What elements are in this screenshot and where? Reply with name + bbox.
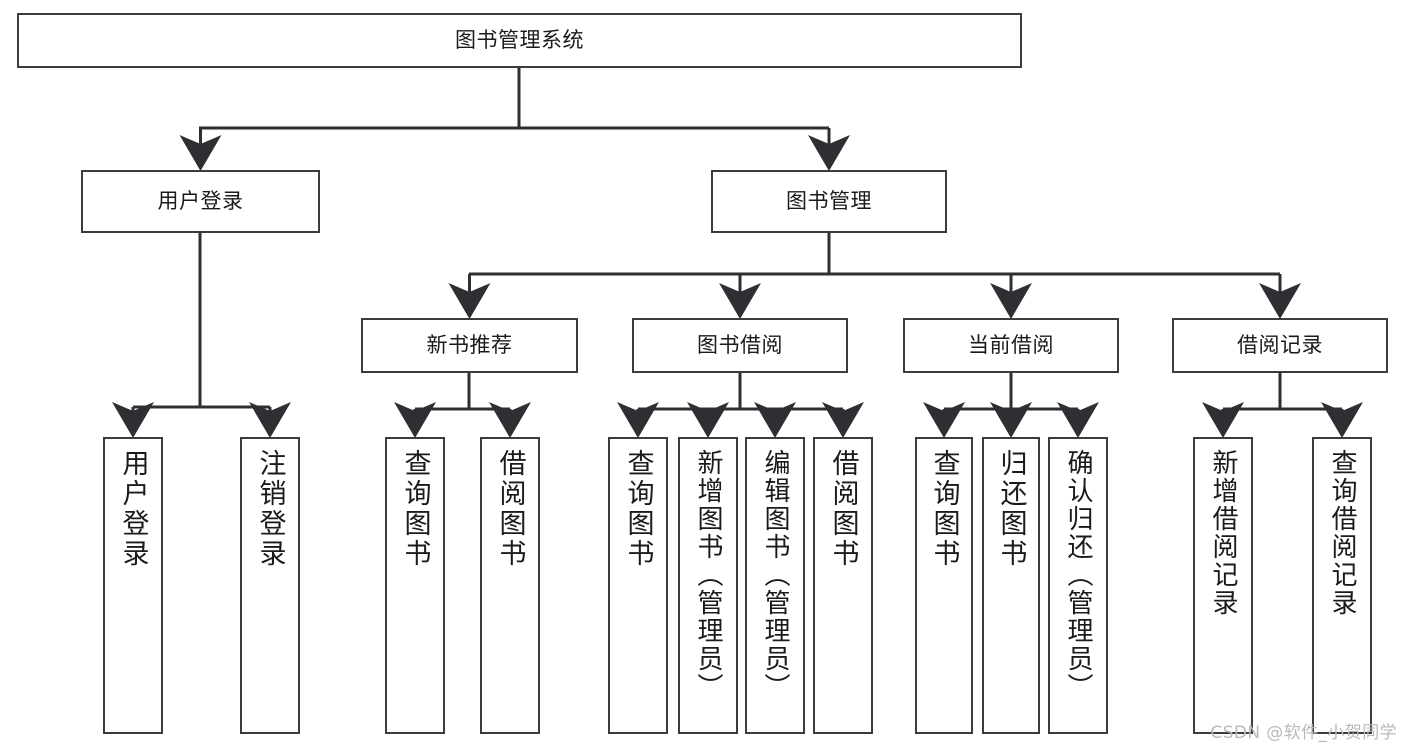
node-root[interactable]: 图书管理系统	[17, 13, 1022, 68]
node-leaf-query-book-2[interactable]: 查询图书	[608, 437, 668, 734]
node-leaf-user-login-label: 用户登录	[117, 449, 149, 569]
node-leaf-add-record-label: 新增借阅记录	[1208, 449, 1238, 617]
node-leaf-user-logout-label: 注销登录	[254, 449, 286, 569]
node-book-manage-label: 图书管理	[786, 189, 872, 214]
node-leaf-query-book-1[interactable]: 查询图书	[385, 437, 445, 734]
node-current-borrow-label: 当前借阅	[968, 333, 1054, 358]
node-leaf-user-login[interactable]: 用户登录	[103, 437, 163, 734]
node-book-manage[interactable]: 图书管理	[711, 170, 947, 233]
node-leaf-borrow-book-1[interactable]: 借阅图书	[480, 437, 540, 734]
node-leaf-confirm-return-label: 确认归还（管理员）	[1063, 449, 1093, 701]
node-leaf-edit-book[interactable]: 编辑图书（管理员）	[745, 437, 805, 734]
node-leaf-query-book-3[interactable]: 查询图书	[915, 437, 973, 734]
node-user-login-label: 用户登录	[157, 189, 244, 214]
node-leaf-query-book-3-label: 查询图书	[928, 449, 960, 569]
node-leaf-return-book-label: 归还图书	[995, 449, 1027, 569]
node-leaf-add-record[interactable]: 新增借阅记录	[1193, 437, 1253, 734]
watermark: CSDN @软件_小贺同学	[1210, 723, 1397, 743]
node-leaf-query-book-1-label: 查询图书	[399, 449, 431, 569]
node-leaf-user-logout[interactable]: 注销登录	[240, 437, 300, 734]
node-leaf-borrow-book-2[interactable]: 借阅图书	[813, 437, 873, 734]
node-user-login[interactable]: 用户登录	[81, 170, 320, 233]
node-leaf-query-record-label: 查询借阅记录	[1327, 449, 1357, 617]
node-current-borrow[interactable]: 当前借阅	[903, 318, 1119, 373]
node-new-book-recommend[interactable]: 新书推荐	[361, 318, 578, 373]
node-borrow-record[interactable]: 借阅记录	[1172, 318, 1388, 373]
node-leaf-query-record[interactable]: 查询借阅记录	[1312, 437, 1372, 734]
node-leaf-confirm-return[interactable]: 确认归还（管理员）	[1048, 437, 1108, 734]
node-leaf-query-book-2-label: 查询图书	[622, 449, 654, 569]
node-leaf-add-book-label: 新增图书（管理员）	[693, 449, 723, 701]
node-borrow-record-label: 借阅记录	[1237, 333, 1323, 358]
node-book-borrow[interactable]: 图书借阅	[632, 318, 848, 373]
node-leaf-borrow-book-1-label: 借阅图书	[494, 449, 526, 569]
node-leaf-return-book[interactable]: 归还图书	[982, 437, 1040, 734]
node-leaf-add-book[interactable]: 新增图书（管理员）	[678, 437, 738, 734]
node-book-borrow-label: 图书借阅	[697, 333, 783, 358]
node-new-book-recommend-label: 新书推荐	[426, 333, 513, 358]
node-leaf-edit-book-label: 编辑图书（管理员）	[760, 449, 790, 701]
node-leaf-borrow-book-2-label: 借阅图书	[827, 449, 859, 569]
node-root-label: 图书管理系统	[455, 28, 584, 53]
